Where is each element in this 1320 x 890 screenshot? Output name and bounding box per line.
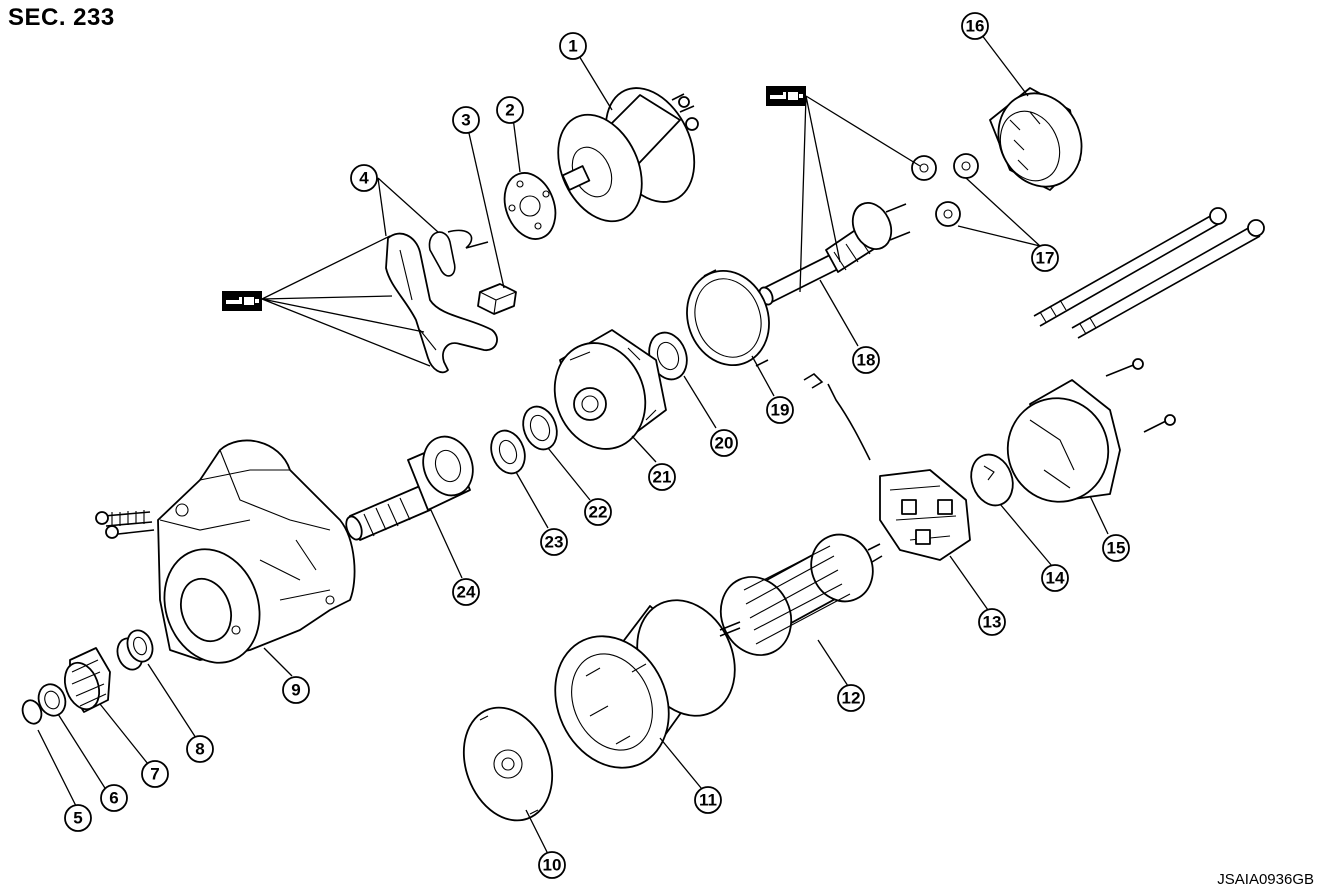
svg-text:18: 18 <box>857 351 876 370</box>
part-shaft-ring <box>686 269 770 367</box>
part-washer-small <box>522 405 558 451</box>
callout-13: 13 <box>978 608 1006 636</box>
callout-16: 16 <box>961 12 989 40</box>
svg-text:24: 24 <box>457 583 476 602</box>
part-snap-ring-shaft <box>490 429 526 475</box>
part-internal-gear <box>989 87 1083 191</box>
svg-text:20: 20 <box>715 434 734 453</box>
svg-text:11: 11 <box>699 791 717 810</box>
section-title: SEC. 233 <box>8 4 115 31</box>
callout-18: 18 <box>852 346 880 374</box>
svg-text:5: 5 <box>73 809 82 828</box>
callout-9: 9 <box>282 676 310 704</box>
callout-2: 2 <box>496 96 524 124</box>
svg-text:6: 6 <box>109 789 118 808</box>
figure-code: JSAIA0936GB <box>1217 871 1314 888</box>
callout-8: 8 <box>186 735 214 763</box>
callout-1: 1 <box>559 32 587 60</box>
callout-7: 7 <box>141 760 169 788</box>
svg-text:2: 2 <box>505 101 514 120</box>
callout-5: 5 <box>64 804 92 832</box>
callout-24: 24 <box>452 578 480 606</box>
svg-text:8: 8 <box>195 740 204 759</box>
part-armature <box>719 533 883 656</box>
svg-text:13: 13 <box>983 613 1002 632</box>
part-pinion-gear <box>63 647 111 713</box>
leader-lines <box>37 25 1109 863</box>
part-gear-housing <box>553 329 667 450</box>
svg-text:23: 23 <box>545 533 564 552</box>
svg-text:4: 4 <box>359 169 369 188</box>
svg-text:17: 17 <box>1036 249 1055 268</box>
callout-11: 11 <box>694 786 722 814</box>
callout-23: 23 <box>540 528 568 556</box>
part-rear-cover <box>1006 358 1176 503</box>
callout-4: 4 <box>350 164 378 192</box>
callout-6: 6 <box>100 784 128 812</box>
callout-17: 17 <box>1031 244 1059 272</box>
svg-text:21: 21 <box>653 468 672 487</box>
svg-text:7: 7 <box>150 765 159 784</box>
part-pinion-spring <box>116 629 154 671</box>
part-gear-case <box>157 439 356 664</box>
part-stopper <box>37 683 67 717</box>
part-case-bolts <box>95 510 155 539</box>
part-plunger-block <box>477 283 517 315</box>
part-center-plate <box>462 706 554 822</box>
svg-text:1: 1 <box>568 37 577 56</box>
part-pinion-shaft <box>758 202 911 306</box>
callout-22: 22 <box>584 498 612 526</box>
svg-text:16: 16 <box>966 17 985 36</box>
svg-text:14: 14 <box>1046 569 1065 588</box>
part-clutch-shaft <box>345 435 474 541</box>
callout-19: 19 <box>766 396 794 424</box>
svg-text:9: 9 <box>291 681 300 700</box>
part-planetary-gears <box>911 153 979 227</box>
callout-10: 10 <box>538 851 566 879</box>
callout-12: 12 <box>837 684 865 712</box>
grease-application-icon <box>222 291 262 311</box>
svg-text:12: 12 <box>842 689 861 708</box>
part-through-bolts <box>1033 207 1265 339</box>
part-gasket <box>503 172 557 240</box>
part-snap-ring <box>21 699 43 725</box>
part-magnetic-switch <box>557 87 699 223</box>
callout-15: 15 <box>1102 534 1130 562</box>
callout-3: 3 <box>452 106 480 134</box>
svg-text:19: 19 <box>771 401 790 420</box>
callout-21: 21 <box>648 463 676 491</box>
part-yoke <box>554 599 736 769</box>
svg-text:10: 10 <box>543 856 562 875</box>
grease-application-icon <box>766 86 806 106</box>
callout-20: 20 <box>710 429 738 457</box>
part-brush-holder <box>803 372 971 561</box>
part-shift-lever <box>385 229 498 374</box>
svg-text:22: 22 <box>589 503 608 522</box>
svg-text:3: 3 <box>461 111 470 130</box>
svg-text:15: 15 <box>1107 539 1126 558</box>
callout-14: 14 <box>1041 564 1069 592</box>
